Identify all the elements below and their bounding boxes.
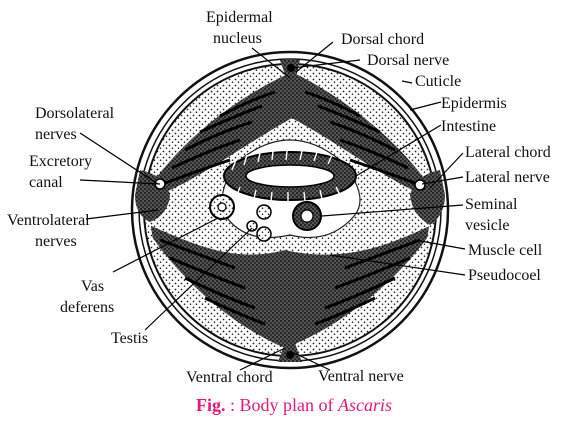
label-excretory-canal-line1: Excretory — [29, 153, 93, 170]
label-epidermal-nucleus-line1: Epidermal — [206, 9, 273, 26]
cuticle-outer-ring — [130, 50, 450, 370]
dorsal-nerve-shape — [287, 64, 295, 72]
label-pseudocoel: Pseudocoel — [468, 267, 541, 284]
label-vas-deferens-line1: Vas — [81, 278, 105, 295]
label-dorsolateral-nerves-line2: nerves — [35, 126, 77, 143]
seminal-vesicle-lumen — [300, 209, 314, 223]
label-vas-deferens-line2: deferens — [60, 299, 115, 316]
lower-muscle-mass — [150, 222, 430, 348]
figure-caption: Fig. : Body plan of Ascaris — [0, 395, 588, 416]
upper-muscle-mass — [150, 72, 430, 200]
testis-tubule-1 — [256, 204, 272, 220]
testis-tubule-3 — [246, 220, 258, 232]
testis-tubule-2 — [256, 226, 272, 242]
label-ventral-nerve: Ventral nerve — [318, 368, 404, 385]
leader-lines — [79, 41, 466, 371]
label-ventral-chord: Ventral chord — [186, 369, 273, 386]
vas-deferens-lumen — [217, 202, 227, 212]
label-dorsolateral-nerves-line1: Dorsolateral — [35, 105, 115, 122]
label-lateral-nerve: Lateral nerve — [465, 169, 550, 186]
label-epidermal-nucleus-line2: nucleus — [213, 30, 262, 47]
label-cuticle: Cuticle — [415, 73, 462, 90]
label-excretory-canal-line2: canal — [29, 174, 63, 191]
label-ventrolateral-nerves-line1: Ventrolateral — [7, 212, 90, 229]
label-muscle-cell: Muscle cell — [468, 242, 543, 259]
caption-separator: : Body plan of — [225, 395, 338, 415]
intestine-brush-border — [231, 150, 341, 202]
caption-prefix: Fig. — [196, 395, 226, 415]
lateral-nerve-shape — [414, 179, 426, 191]
label-intestine: Intestine — [441, 118, 497, 135]
caption-organism: Ascaris — [338, 395, 392, 415]
label-ventrolateral-nerves-line2: nerves — [35, 233, 77, 250]
label-lateral-chord: Lateral chord — [465, 144, 551, 161]
muscle-striations — [159, 90, 421, 326]
label-testis: Testis — [111, 330, 149, 347]
label-dorsal-chord: Dorsal chord — [341, 31, 425, 48]
label-seminal-vesicle-line1: Seminal — [465, 196, 518, 213]
intestine-lumen — [245, 164, 335, 188]
ventral-nerve-shape — [286, 351, 294, 359]
label-epidermis: Epidermis — [441, 95, 507, 112]
label-dorsal-nerve: Dorsal nerve — [367, 52, 450, 69]
label-seminal-vesicle-line2: vesicle — [465, 217, 510, 234]
